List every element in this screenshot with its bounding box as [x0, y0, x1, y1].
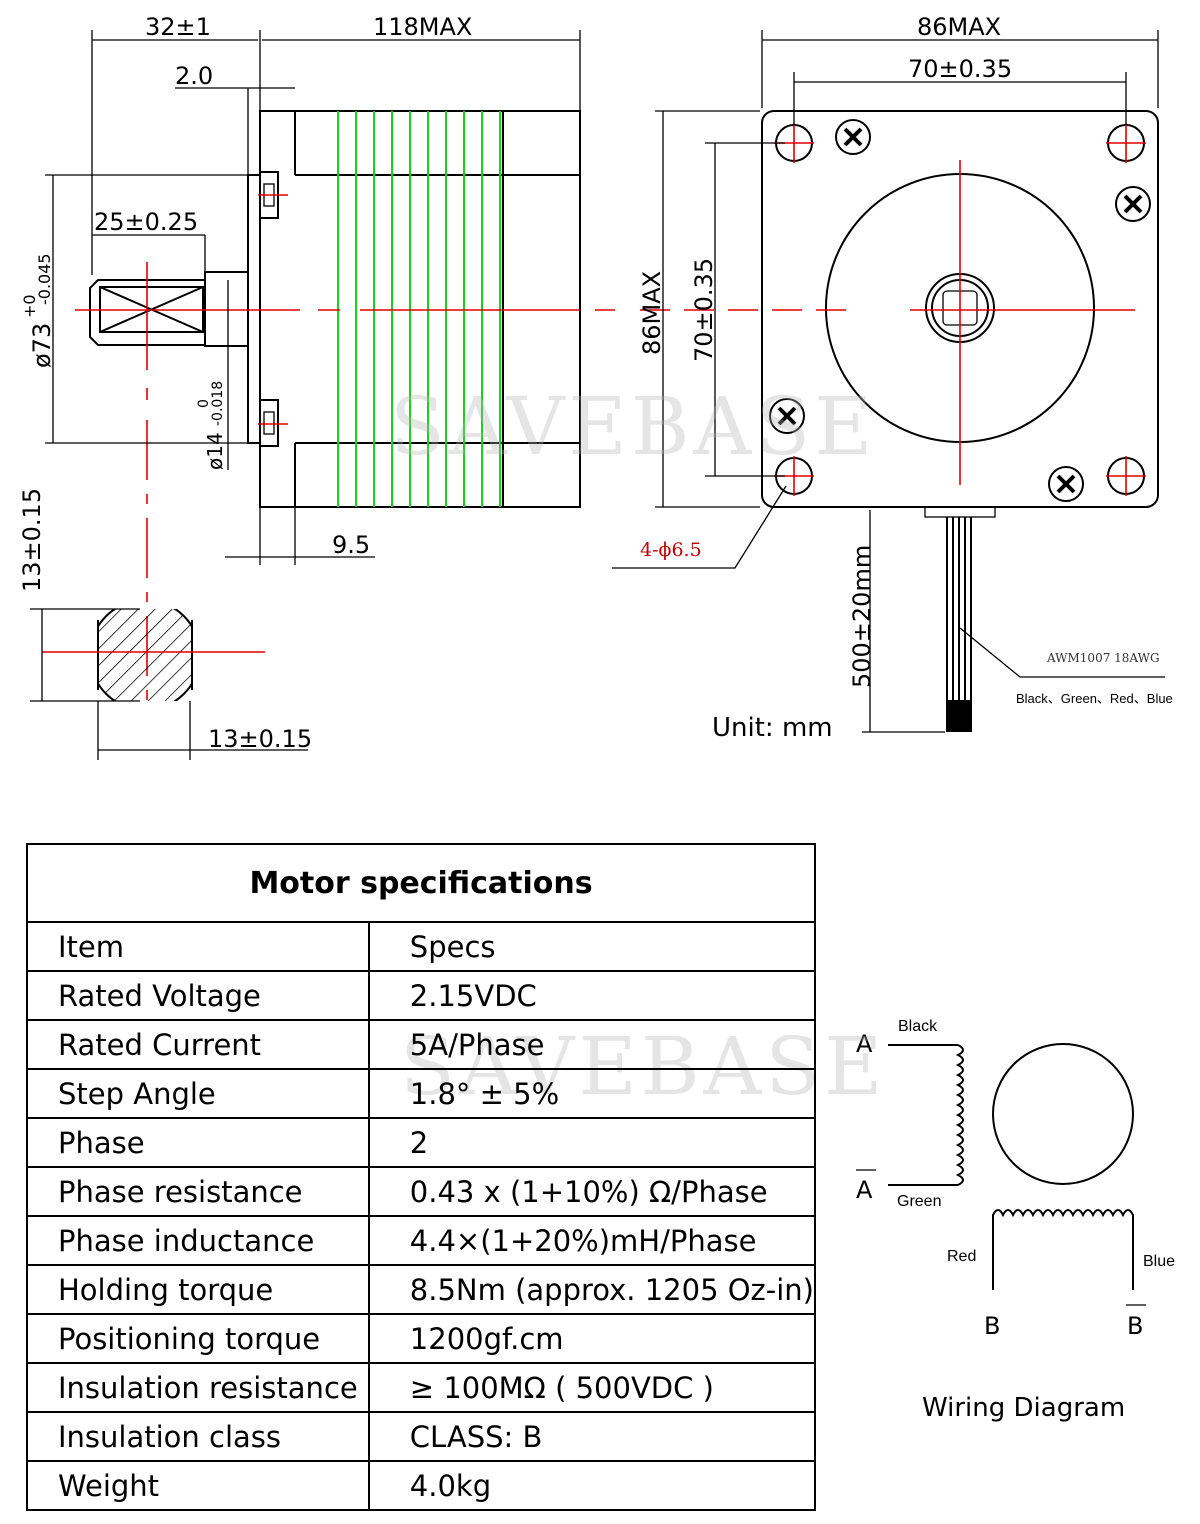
dim-flat-height: 13±0.15	[18, 488, 46, 592]
row-value: 2	[367, 1117, 817, 1168]
header-item: Item	[26, 921, 370, 972]
wire-black-label: Black	[898, 1018, 938, 1035]
row-value: ≥ 100MΩ ( 500VDC )	[367, 1362, 817, 1413]
row-value: 8.5Nm (approx. 1205 Oz-in)	[367, 1264, 817, 1315]
dim-flange-depth: 9.5	[332, 531, 370, 559]
unit-label: Unit: mm	[712, 713, 833, 743]
terminal-a: A	[856, 1030, 873, 1058]
row-label: Step Angle	[26, 1068, 370, 1119]
row-label: Positioning torque	[26, 1313, 370, 1364]
row-value: 5A/Phase	[367, 1019, 817, 1070]
dim-front-height: 86MAX	[638, 271, 666, 355]
row-label: Weight	[26, 1460, 370, 1511]
shaft-tol-upper: 0	[196, 399, 212, 408]
dim-mount-holes: 4-ϕ6.5	[640, 539, 702, 561]
row-label: Insulation resistance	[26, 1362, 370, 1413]
side-view: 32±1 118MAX 2.0 25±0.25 ø73 +0 -0.045 ø1…	[20, 13, 615, 700]
dim-key-length: 25±0.25	[94, 208, 198, 236]
row-value: 1.8° ± 5%	[367, 1068, 817, 1119]
dim-hole-spacing-v: 70±0.35	[690, 258, 718, 362]
pilot-tol-lower: -0.045	[35, 253, 54, 305]
row-value: 1200gf.cm	[367, 1313, 817, 1364]
dim-lead-length: 500±20mm	[848, 545, 876, 688]
wiring-diagram: A A B B Black Green Red Blue Wiring Diag…	[856, 1018, 1175, 1423]
row-label: Rated Current	[26, 1019, 370, 1070]
wiring-diagram-title: Wiring Diagram	[922, 1393, 1125, 1423]
row-label: Rated Voltage	[26, 970, 370, 1021]
dim-flat-width: 13±0.15	[208, 725, 312, 753]
dim-shaft-length: 32±1	[145, 13, 211, 41]
dim-flange-thickness: 2.0	[175, 62, 213, 90]
row-label: Phase	[26, 1117, 370, 1168]
shaft-tol-lower: -0.018	[210, 381, 226, 426]
wire-red-label: Red	[947, 1248, 976, 1265]
row-label: Phase resistance	[26, 1166, 370, 1217]
pilot-tol-upper: +0	[20, 294, 39, 318]
row-label: Holding torque	[26, 1264, 370, 1315]
wire-colors: Black、Green、Red、Blue	[1016, 691, 1173, 706]
watermark: SAVEBASE	[390, 380, 877, 473]
row-value: 4.4×(1+20%)mH/Phase	[367, 1215, 817, 1266]
dim-body-length: 118MAX	[373, 13, 472, 41]
screw-icons	[769, 119, 1151, 502]
row-value: CLASS: B	[367, 1411, 817, 1462]
wire-green-label: Green	[897, 1193, 941, 1210]
wire-blue-label: Blue	[1143, 1253, 1175, 1270]
row-value: 4.0kg	[367, 1460, 817, 1511]
row-value: 0.43 x (1+10%) Ω/Phase	[367, 1166, 817, 1217]
winding-lines	[337, 111, 501, 507]
shaft-cross-section: 13±0.15 13±0.15	[18, 488, 312, 760]
terminal-b-bar: B	[1127, 1312, 1143, 1340]
row-label: Phase inductance	[26, 1215, 370, 1266]
table-title: Motor specifications	[26, 843, 816, 923]
table-row: Insulation resistance≥ 100MΩ ( 500VDC )	[26, 1362, 817, 1413]
front-view: 86MAX 70±0.35 86MAX 70±0.35 4-ϕ6.5 500±2…	[612, 13, 1173, 743]
header-specs: Specs	[367, 921, 817, 972]
dim-pilot-diameter: ø73	[28, 323, 56, 368]
row-label: Insulation class	[26, 1411, 370, 1462]
terminal-b: B	[984, 1312, 1000, 1340]
wire-spec: AWM1007 18AWG	[1046, 651, 1160, 665]
dim-hole-spacing-h: 70±0.35	[908, 55, 1012, 83]
dim-front-width: 86MAX	[917, 13, 1001, 41]
row-value: 2.15VDC	[367, 970, 817, 1021]
dim-shaft-diameter: ø14	[203, 432, 227, 470]
terminal-a-bar: A	[856, 1176, 873, 1204]
